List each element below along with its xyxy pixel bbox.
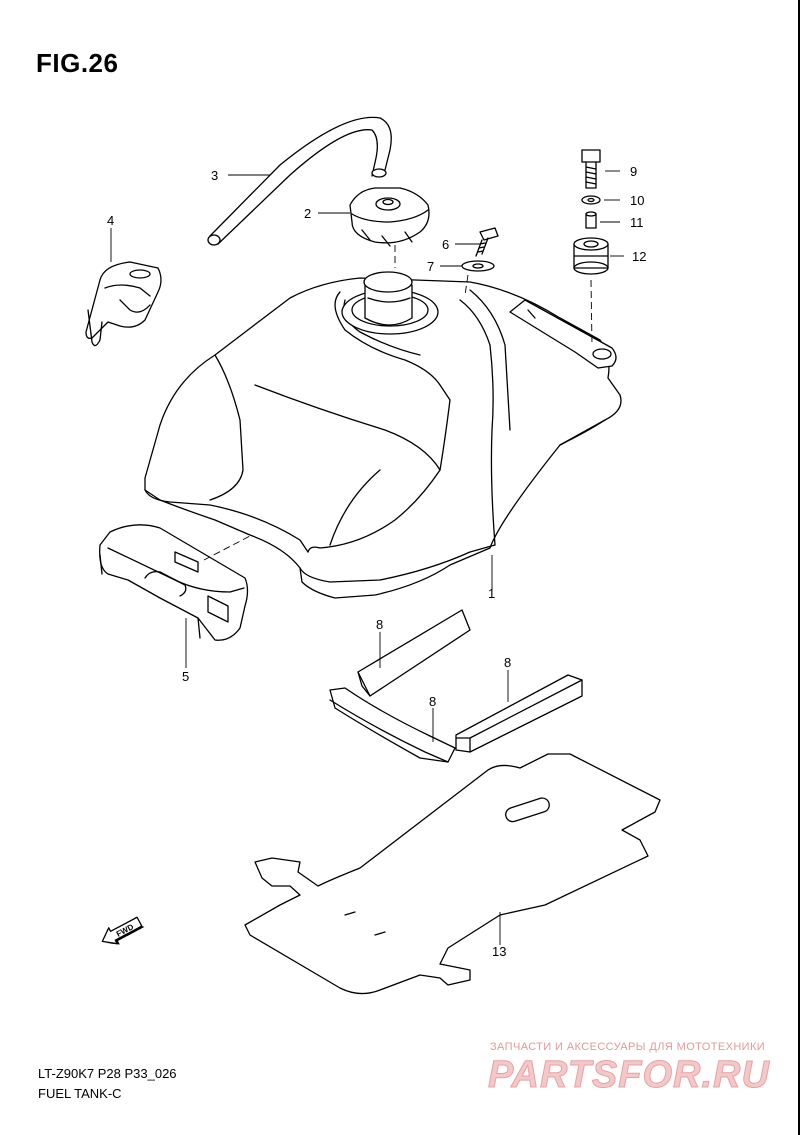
callout-12: 12 bbox=[632, 249, 646, 264]
callout-3: 3 bbox=[211, 168, 218, 183]
callout-2: 2 bbox=[304, 206, 311, 221]
callout-8c: 8 bbox=[429, 694, 436, 709]
callout-10: 10 bbox=[630, 193, 644, 208]
watermark-tagline: ЗАПЧАСТИ И АКСЕССУАРЫ ДЛЯ МОТОТЕХНИКИ bbox=[490, 1041, 766, 1053]
right-border bbox=[798, 0, 800, 1135]
callout-7: 7 bbox=[427, 259, 434, 274]
callout-8b: 8 bbox=[504, 655, 511, 670]
bolt-stack bbox=[573, 149, 609, 275]
callout-13: 13 bbox=[492, 944, 506, 959]
diagram-code: LT-Z90K7 P28 P33_026 bbox=[38, 1066, 177, 1081]
callout-1: 1 bbox=[488, 586, 495, 601]
cushion-3 bbox=[455, 674, 583, 753]
callout-8a: 8 bbox=[376, 617, 383, 632]
callout-5: 5 bbox=[182, 669, 189, 684]
leader-lines bbox=[110, 170, 624, 945]
cushion-1 bbox=[357, 609, 471, 697]
figure-title: FIG.26 bbox=[36, 48, 119, 78]
callout-4: 4 bbox=[107, 213, 114, 228]
breather-hose bbox=[207, 116, 392, 246]
front-bracket bbox=[99, 524, 249, 641]
diagram-caption: FUEL TANK-C bbox=[38, 1086, 122, 1101]
callout-11: 11 bbox=[630, 215, 644, 230]
screw-and-washer bbox=[461, 227, 499, 272]
callout-6: 6 bbox=[442, 237, 449, 252]
assembly-lines bbox=[203, 245, 593, 561]
fuel-tank bbox=[144, 271, 622, 599]
fuel-cap bbox=[349, 187, 430, 247]
watermark-logo: PARTSFOR.RU bbox=[488, 1054, 770, 1097]
fwd-arrow-icon: FWD bbox=[101, 916, 145, 945]
callout-9: 9 bbox=[630, 164, 637, 179]
cushion-2 bbox=[329, 687, 456, 763]
heat-shield bbox=[244, 753, 661, 995]
holder-clip bbox=[85, 261, 162, 347]
